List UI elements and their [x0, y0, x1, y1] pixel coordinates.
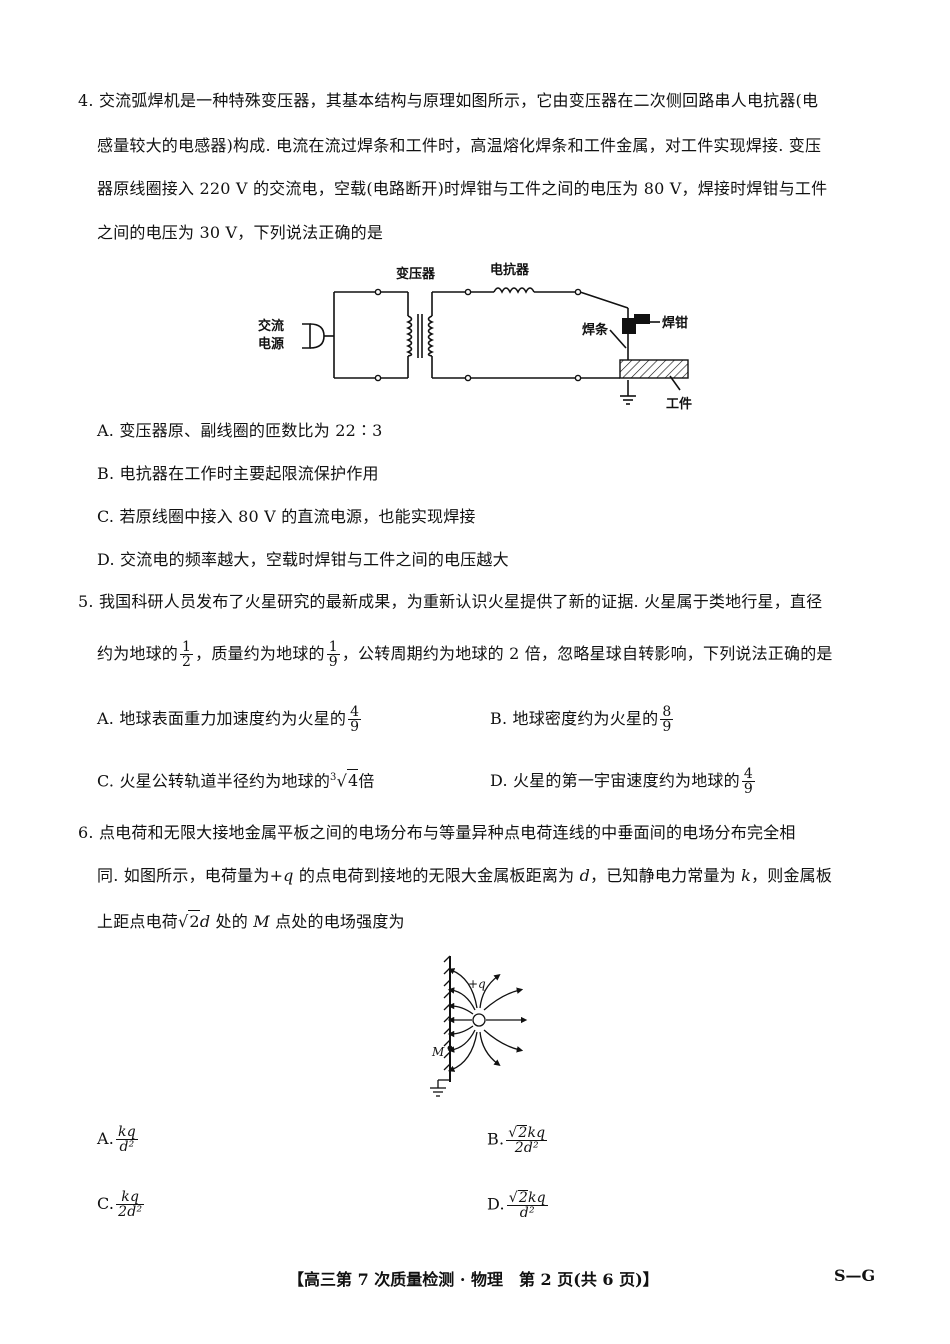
q6-text-f: 上距点电荷 [97, 912, 179, 931]
q6-stem-line-3: 上距点电荷√2d 处的 M 点处的电场强度为 [97, 910, 405, 933]
radicand: 2 [188, 910, 200, 931]
label-point-m: M [431, 1045, 445, 1059]
q6-constant-symbol: k [741, 866, 752, 885]
q4-option-a: A. 变压器原、副线圈的匝数比为 22∶3 [97, 421, 383, 440]
fraction-denominator: 2d² [118, 1204, 143, 1220]
q5-option-c-tail: 倍 [358, 771, 375, 791]
q5-option-c: C. 火星公转轨道半径约为地球的3√4倍 [97, 767, 375, 792]
radical-sign: √ [508, 1190, 518, 1206]
fraction-denominator: d² [519, 1205, 535, 1221]
q4-stem-line-3: 器原线圈接入 220 V 的交流电，空载(电路断开)时焊钳与工件之间的电压为 8… [97, 179, 828, 198]
fraction-numerator: √2kq [506, 1125, 548, 1141]
label-charge: +q [468, 977, 486, 991]
q5-option-b-text: B. 地球密度约为火星的 [490, 709, 659, 728]
label-ac-source-1: 交流 [258, 318, 284, 334]
radical-sign: √ [178, 912, 189, 931]
fraction-denominator: 2d² [514, 1140, 539, 1156]
fraction-denominator: 9 [662, 719, 672, 735]
fraction-numerator: 4 [741, 766, 755, 782]
radicand: 2 [517, 1190, 528, 1206]
fraction-denominator: 2 [182, 654, 192, 670]
q6-text-g: 处的 [210, 912, 254, 931]
q6-text-a: 同. 如图所示，电荷量为 [97, 866, 270, 885]
fraction-numerator: kq [116, 1190, 145, 1205]
q6-charge-symbol: +q [269, 866, 294, 885]
q5-option-d-text: D. 火星的第一宇宙速度约为地球的 [490, 771, 740, 790]
q4-option-c: C. 若原线圈中接入 80 V 的直流电源，也能实现焊接 [97, 507, 476, 526]
q6-distance-symbol: d [199, 912, 211, 931]
q4-stem-line-4: 之间的电压为 30 V，下列说法正确的是 [97, 223, 384, 242]
q5-stem-line-1: 5. 我国科研人员发布了火星研究的最新成果，为重新认识火星提供了新的证据. 火星… [78, 592, 823, 611]
welder-circuit-diagram: 变压器 电抗器 交流 电源 焊条 焊钳 工件 [258, 262, 692, 412]
q4-stem-line-1: 4. 交流弧焊机是一种特殊变压器，其基本结构与原理如图所示，它由变压器在二次侧回… [78, 91, 819, 110]
label-rod: 焊条 [582, 322, 609, 338]
numerator-text: kq [527, 1190, 546, 1206]
label-clamp: 焊钳 [662, 315, 688, 331]
q4-stem-line-2: 感量较大的电感器)构成. 电流在流过焊条和工件时，高温熔化焊条和工件金属，对工件… [97, 136, 822, 155]
page-footer-code: S—G [834, 1266, 876, 1285]
q6-option-a-letter: A. [97, 1129, 115, 1148]
fraction-denominator: 9 [350, 719, 360, 735]
q6-text-b: 的点电荷到接地的无限大金属板距离为 [293, 866, 580, 885]
root-index: 3 [330, 772, 337, 783]
q6-option-b-letter: B. [487, 1129, 505, 1149]
radicand: 2 [517, 1125, 528, 1141]
fraction-denominator: 9 [743, 781, 753, 797]
q6-option-c-letter: C. [97, 1194, 115, 1213]
fraction-numerator: 4 [348, 704, 362, 720]
q6-text-e: ，则金属板 [751, 866, 833, 885]
radical-sign: √ [336, 771, 348, 791]
fraction-denominator: 9 [328, 654, 338, 670]
label-reactor: 电抗器 [490, 262, 530, 278]
q6-distance-symbol: d [579, 866, 591, 885]
q4-option-d: D. 交流电的频率越大，空载时焊钳与工件之间的电压越大 [97, 550, 509, 569]
label-ac-source-2: 电源 [258, 336, 284, 352]
radicand: 4 [347, 769, 359, 791]
label-transformer: 变压器 [396, 266, 436, 282]
fraction-numerator: kq [116, 1124, 138, 1140]
fraction-numerator: √2kq [506, 1190, 548, 1206]
q6-stem-line-1: 6. 点电荷和无限大接地金属平板之间的电场分布与等量异种点电荷连线的中垂面间的电… [78, 823, 796, 842]
q5-text-b: ，质量约为地球的 [195, 644, 325, 663]
numerator-text: kq [527, 1125, 546, 1141]
radical-sign: √ [508, 1125, 518, 1141]
q6-text-h: 点处的电场强度为 [269, 912, 405, 931]
fraction-denominator: d² [119, 1139, 135, 1155]
q6-point-symbol: M [253, 912, 270, 931]
q6-stem-line-2: 同. 如图所示，电荷量为+q 的点电荷到接地的无限大金属板距离为 d，已知静电力… [97, 865, 832, 887]
page-footer-title: 【高三第 7 次质量检测 · 物理 第 2 页(共 6 页)】 [288, 1270, 659, 1289]
q6-text-c: ，已知静电力常量为 [590, 866, 742, 885]
fraction-numerator: 1 [180, 639, 194, 655]
q5-option-a-text: A. 地球表面重力加速度约为火星的 [97, 709, 347, 728]
q6-option-d-letter: D. [487, 1194, 505, 1214]
point-charge-plate-diagram: +q M [430, 955, 528, 1097]
fraction-numerator: 8 [660, 704, 674, 720]
q5-text-c: ，公转周期约为地球的 2 倍，忽略星球自转影响，下列说法正确的是 [341, 644, 833, 663]
q5-text-a: 约为地球的 [97, 644, 179, 663]
fraction-numerator: 1 [326, 639, 340, 655]
q4-option-b: B. 电抗器在工作时主要起限流保护作用 [97, 464, 379, 483]
q5-option-c-text: C. 火星公转轨道半径约为地球的 [97, 771, 331, 791]
label-workpiece: 工件 [666, 396, 692, 412]
